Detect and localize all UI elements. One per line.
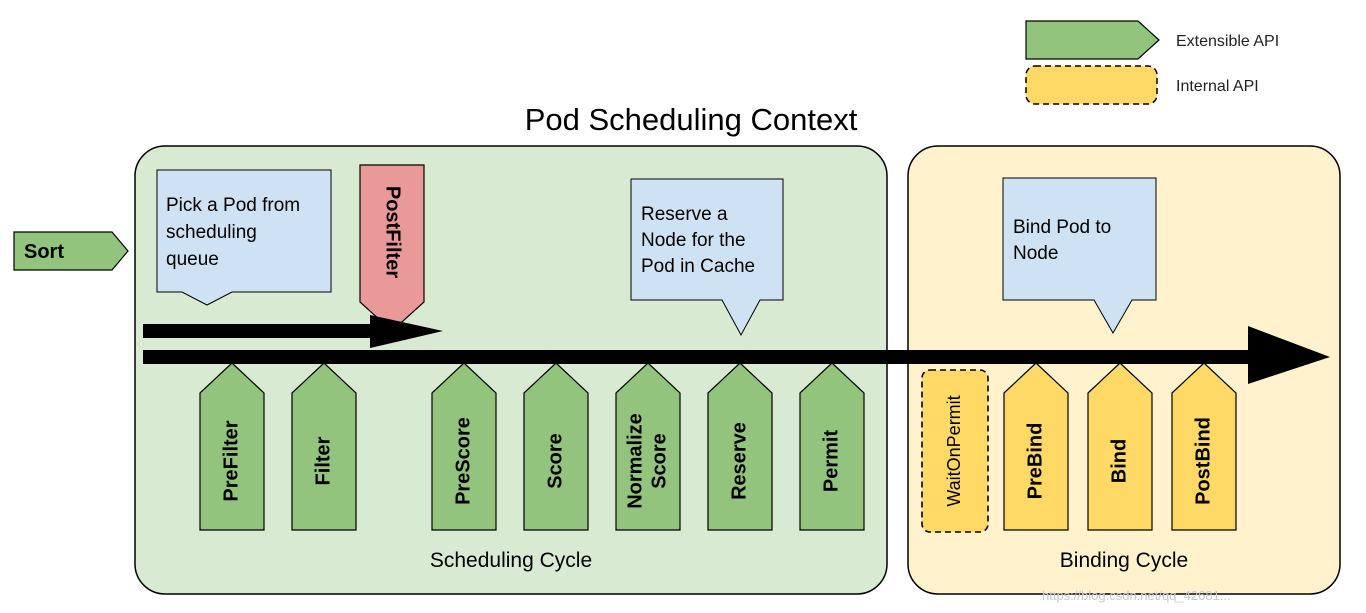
note-reserve: Reserve a Node for the Pod in Cache bbox=[630, 178, 784, 337]
binding-plugins: PreBind Bind PostBind bbox=[1003, 362, 1237, 531]
plugin-permit: Permit bbox=[799, 362, 865, 531]
plugin-prefilter: PreFilter bbox=[199, 362, 265, 531]
note-pick-line-1: Pick a Pod from bbox=[166, 195, 300, 216]
plugin-reserve-shape bbox=[707, 362, 773, 531]
note-reserve-line-3: Pod in Cache bbox=[641, 256, 755, 277]
plugin-bind-shape bbox=[1087, 362, 1153, 531]
plugin-filter-label: Filter bbox=[312, 436, 334, 485]
plugin-permit-label: Permit bbox=[820, 430, 842, 493]
plugin-prefilter-shape bbox=[199, 362, 265, 531]
binding-cycle-label: Binding Cycle bbox=[1060, 549, 1188, 572]
note-bind-line-2: Node bbox=[1013, 243, 1058, 264]
legend-extensible-swatch bbox=[1025, 20, 1160, 60]
watermark: https://blog.csdn.net/qq_42681... bbox=[1042, 588, 1231, 603]
plugin-postbind-label: PostBind bbox=[1192, 417, 1214, 505]
postfilter-plugin: PostFilter bbox=[359, 164, 425, 332]
plugin-permit-shape bbox=[799, 362, 865, 531]
note-pick-line-3: queue bbox=[166, 249, 219, 270]
flow-arrows bbox=[143, 315, 1330, 384]
scheduling-cycle-label: Scheduling Cycle bbox=[430, 549, 592, 572]
plugin-prescore: PreScore bbox=[431, 362, 497, 531]
note-pick-pod: Pick a Pod from scheduling queue bbox=[156, 169, 332, 306]
plugin-prescore-shape bbox=[431, 362, 497, 531]
note-reserve-line-2: Node for the bbox=[641, 230, 746, 251]
note-bind-line-1: Bind Pod to bbox=[1013, 217, 1111, 238]
plugin-prebind-shape bbox=[1003, 362, 1069, 531]
note-reserve-line-1: Reserve a bbox=[641, 204, 728, 225]
sort-label: Sort bbox=[24, 241, 64, 263]
legend-internal-swatch bbox=[1025, 65, 1158, 105]
plugin-bind: Bind bbox=[1087, 362, 1153, 531]
plugin-reserve: Reserve bbox=[707, 362, 773, 531]
legend-internal-label: Internal API bbox=[1176, 78, 1259, 95]
wait-on-permit-label: WaitOnPermit bbox=[944, 395, 964, 506]
plugin-reserve-label: Reserve bbox=[728, 422, 750, 500]
wait-on-permit: WaitOnPermit bbox=[921, 369, 989, 533]
postfilter-label: PostFilter bbox=[382, 186, 404, 278]
plugin-filter: Filter bbox=[291, 362, 357, 531]
diagram-title: Pod Scheduling Context bbox=[525, 102, 858, 137]
plugin-score: Score bbox=[523, 362, 589, 531]
plugin-prebind: PreBind bbox=[1003, 362, 1069, 531]
plugin-score-shape bbox=[523, 362, 589, 531]
plugin-prescore-label: PreScore bbox=[452, 417, 474, 505]
plugin-filter-shape bbox=[291, 362, 357, 531]
plugin-prebind-label: PreBind bbox=[1024, 423, 1046, 500]
plugin-score-label: Score bbox=[544, 433, 566, 489]
plugin-normalize-score-label-2: Score bbox=[648, 433, 670, 489]
plugin-postbind: PostBind bbox=[1171, 362, 1237, 531]
sort-plugin: Sort bbox=[13, 231, 129, 271]
note-bind: Bind Pod to Node bbox=[1002, 177, 1157, 335]
legend: Extensible API Internal API bbox=[1025, 20, 1279, 105]
plugin-bind-label: Bind bbox=[1108, 439, 1130, 483]
note-pick-line-2: scheduling bbox=[166, 222, 257, 243]
plugin-postbind-shape bbox=[1171, 362, 1237, 531]
legend-extensible-label: Extensible API bbox=[1176, 33, 1279, 50]
plugin-normalize-score-label-1: Normalize bbox=[624, 413, 646, 509]
plugin-normalize-score-shape bbox=[615, 362, 681, 531]
plugin-prefilter-label: PreFilter bbox=[220, 420, 242, 501]
